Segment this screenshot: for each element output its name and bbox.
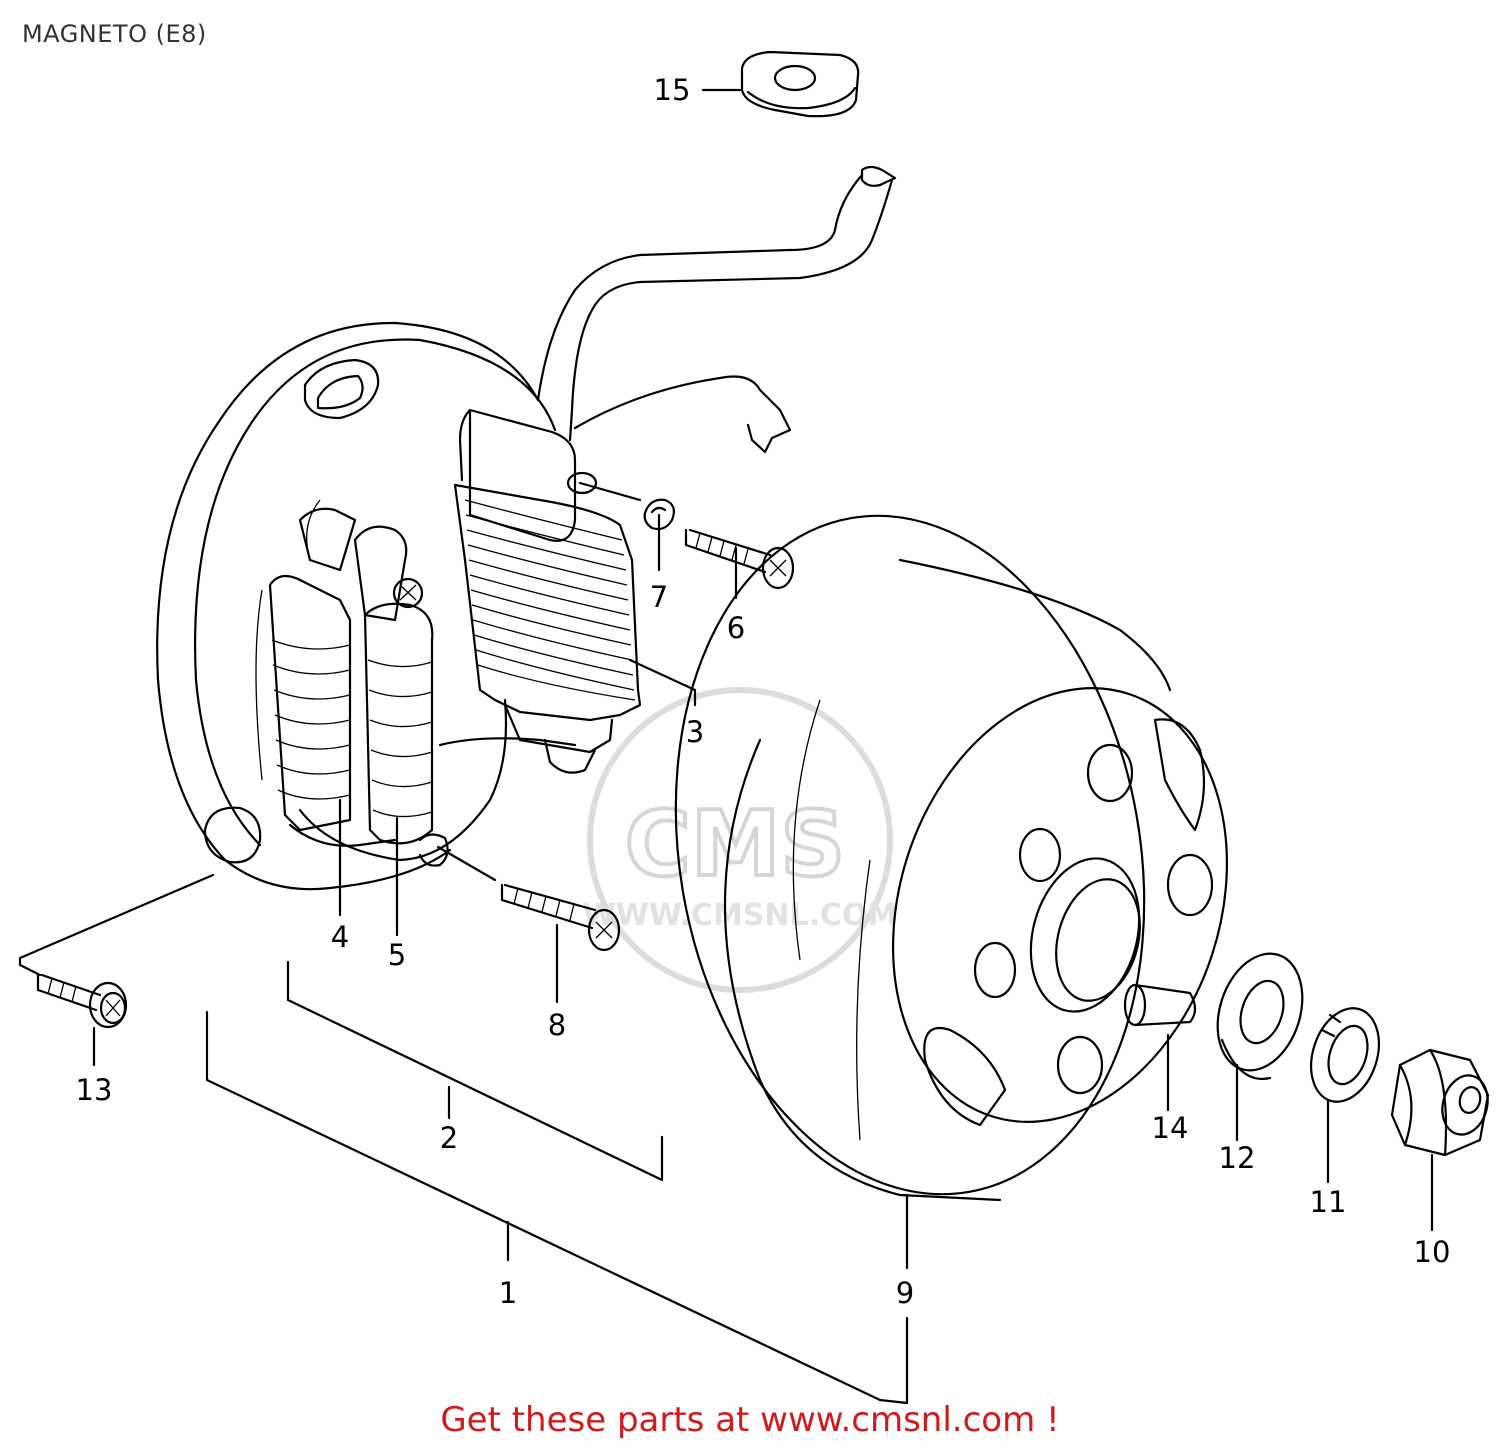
flywheel-rotor-9 <box>674 514 1229 1202</box>
watermark-url: WWW.CMSNL.COM <box>583 898 898 933</box>
coil-4 <box>268 507 397 847</box>
callout-8: 8 <box>548 1008 566 1042</box>
stator-base-plate <box>156 321 557 891</box>
callout-5: 5 <box>388 938 406 972</box>
callout-labels: 15 7 6 3 4 5 8 13 2 1 9 14 12 11 10 <box>76 73 1451 1310</box>
cms-watermark: CMS WWW.CMSNL.COM <box>583 687 898 993</box>
wire-harness <box>536 165 897 454</box>
callout-12: 12 <box>1219 1141 1256 1175</box>
screw-6 <box>684 528 795 590</box>
callout-13: 13 <box>76 1073 113 1107</box>
grommet-15 <box>740 50 860 118</box>
charging-coil-3 <box>438 408 642 774</box>
screw-13 <box>36 973 128 1029</box>
callout-10: 10 <box>1414 1235 1451 1269</box>
callout-15: 15 <box>654 73 691 107</box>
callout-6: 6 <box>727 611 745 645</box>
woodruff-key-14 <box>1123 983 1197 1027</box>
callout-9: 9 <box>896 1276 914 1310</box>
bracket-1 <box>205 1010 882 1402</box>
bracket-2 <box>286 960 664 1182</box>
callout-11: 11 <box>1310 1185 1347 1219</box>
coil-5 <box>353 525 434 845</box>
footer-link[interactable]: Get these parts at www.cmsnl.com ! <box>440 1400 1060 1440</box>
callout-14: 14 <box>1152 1111 1189 1145</box>
callout-3: 3 <box>686 715 704 749</box>
watermark-logo: CMS <box>625 792 845 897</box>
lock-washer-7 <box>643 498 675 531</box>
spring-washer-11 <box>1310 1007 1380 1103</box>
washer-12 <box>1216 952 1304 1081</box>
leader-lines <box>18 481 1434 1405</box>
page-title: MAGNETO (E8) <box>22 20 207 48</box>
callout-4: 4 <box>331 920 349 954</box>
callout-7: 7 <box>650 580 668 614</box>
callout-1: 1 <box>499 1276 517 1310</box>
nut-10 <box>1390 1048 1490 1157</box>
screw-8 <box>500 883 621 952</box>
callout-2: 2 <box>440 1121 458 1155</box>
